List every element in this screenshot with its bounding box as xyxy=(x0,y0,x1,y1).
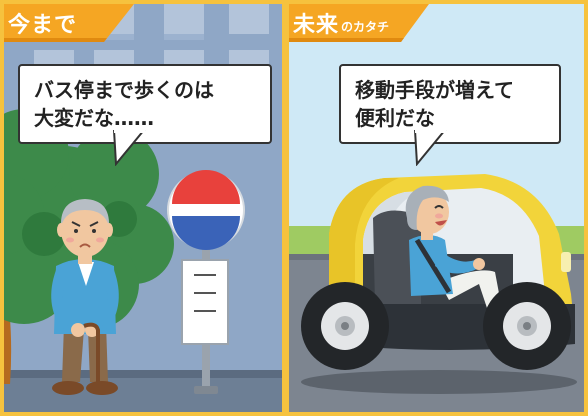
panel-before: 今まで バス停まで歩くのは 大変だな…… xyxy=(4,4,282,412)
front-wheel xyxy=(483,282,571,370)
speech-line-1: 移動手段が増えて xyxy=(355,78,514,102)
speech-bubble-future: 移動手段が増えて 便利だな xyxy=(339,64,561,144)
bus-stop-sign xyxy=(167,170,245,250)
panel-tag-label: 今まで xyxy=(8,13,78,38)
rear-wheel xyxy=(301,282,389,370)
speech-line-2: 便利だな xyxy=(355,106,435,130)
panel-tag-before: 今まで xyxy=(4,4,158,42)
timetable-board xyxy=(181,259,229,345)
speech-line-2: 大変だな…… xyxy=(34,106,154,130)
panel-future: 未来 のカタチ 移動手段が増えて 便利だな xyxy=(289,4,584,412)
speech-bubble-tail xyxy=(413,130,447,166)
panel-tag-label-sub: のカタチ xyxy=(341,19,390,34)
speech-bubble-before: バス停まで歩くのは 大変だな…… xyxy=(18,64,272,144)
panel-tag-label-main: 未来 xyxy=(293,13,340,38)
elderly-man xyxy=(51,199,119,395)
speech-line-1: バス停まで歩くのは xyxy=(34,78,214,102)
speech-bubble-tail xyxy=(112,130,146,166)
panel-tag-future: 未来 のカタチ xyxy=(289,4,443,42)
